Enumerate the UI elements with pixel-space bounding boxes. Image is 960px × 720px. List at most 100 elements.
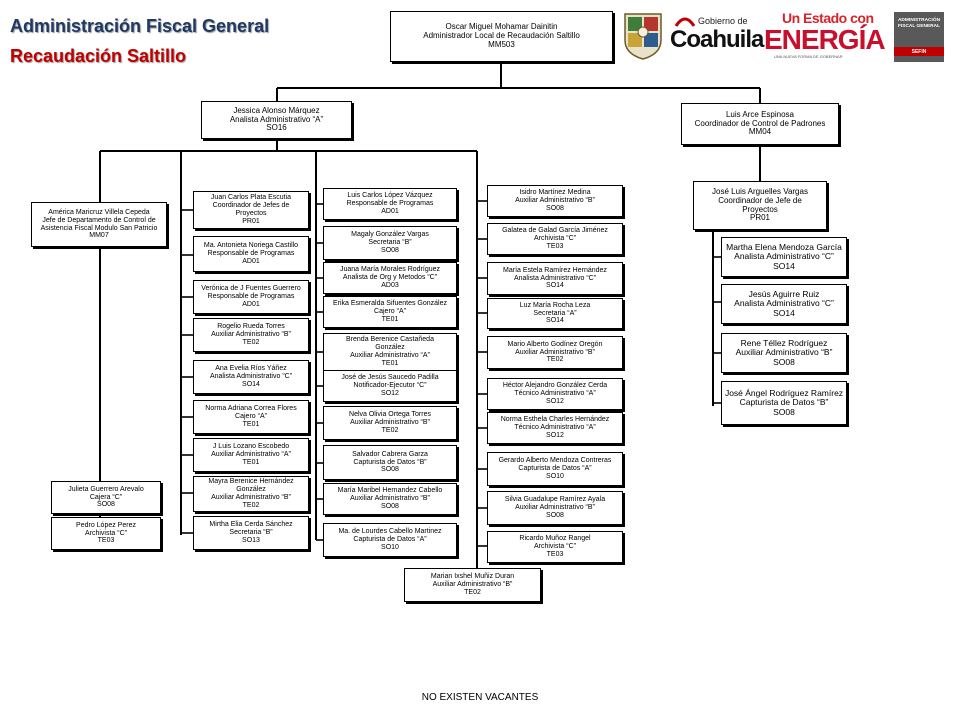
node-text-line: Responsable de Programas [346,200,434,208]
node-text-line: Salvador Cabrera Garza [352,450,428,458]
node-text-line: Auxiliar Administrativo “B” [350,419,430,427]
node-text-line: González [236,486,266,494]
afg-logo-text: ADMINISTRACIÓN FISCAL GENERAL [897,18,941,29]
footer-note: NO EXISTEN VACANTES [421,692,539,703]
estado-con-energia-logo: Un Estado con ENERGÍA UNA NUEVA FORMA DE… [764,10,886,62]
node-text-line: Proyectos [235,210,267,217]
node-text-line: SO08 [381,246,399,254]
node-text-line: Mario Alberto Godínez Oregón [507,340,603,348]
afg-logo-sefin: SEFIN [911,49,927,55]
node-text-line: Héctor Alejandro González Cerda [502,382,608,390]
node-text-line: TE03 [546,242,564,250]
node-text-line: Auxiliar Administrativo “A” [350,352,430,359]
node-text-line: Mayra Berenice Hernández [208,478,294,486]
node-text-line: Mirtha Elia Cerda Sánchez [209,521,293,529]
node-text-line: Auxiliar Administrativo “B” [515,348,595,356]
node-text-line: Brenda Berenice Castañeda [346,336,434,344]
node-text-line: América Maricruz Villela Cepeda [48,208,150,216]
coahuila-shield-icon [622,12,664,60]
page-title: Administración Fiscal General [10,16,270,36]
node-text-line: Ricardo Muñoz Rangel [519,535,591,543]
node-text-line: Auxiliar Administrativo “B” [515,504,595,512]
node-text-line: Administrador Local de Recaudación Salti… [423,31,580,41]
node-text-line: TE01 [381,359,399,367]
energia-logo-tagline: UNA NUEVA FORMA DE GOBERNAR [774,54,843,59]
node-text-line: PR01 [749,213,770,223]
node-text-line: Archivista “C” [533,543,576,551]
node-text-line: Coordinador de Jefes de [212,202,290,210]
node-text-line: Isidro Martínez Medina [519,189,591,197]
node-text-line: SO08 [381,466,399,474]
node-text-line: Auxiliar Administrativo “B” [211,494,291,501]
node-text-line: Asistencia Fiscal Modulo San Patricio [40,224,158,232]
node-text-line: Auxiliar Administrativo “A” [211,451,291,459]
node-text-line: Ana Evelia Ríos Yáñez [215,365,287,373]
node-text-line: SO08 [773,356,795,367]
node-text-line: Archivista “C” [84,529,127,537]
node-text-line: SO12 [381,389,399,397]
node-text-line: Luis Carlos López Vázquez [347,192,433,200]
node-text-line: Martha Elena Mendoza García [726,241,842,252]
node-text-line: Erika Esmeralda Sifuentes González [333,300,447,308]
energia-logo-text: ENERGÍA [764,24,886,55]
node-text-line: MM503 [488,39,515,49]
node-text-line: Secretaria “B” [368,239,412,247]
node-text-line: TE01 [242,458,260,466]
node-text-line: SO10 [546,472,564,480]
node-text-line: TE02 [242,338,260,346]
node-text-line: Julieta Guerrero Arevalo [68,485,144,493]
node-text-line: González [375,344,405,352]
node-text-line: Técnico Administrativo “A” [514,390,596,398]
node-text-line: Auxiliar Administrativo “B” [432,581,513,589]
node-text-line: Marian Ixshel Muñiz Duran [430,573,515,581]
node-text-line: TE02 [546,356,564,364]
node-text-line: Analista Administrativo “C” [513,274,597,282]
node-text-line: Oscar Miguel Mohamar Dainitin [445,22,558,32]
node-text-line: José Ángel Rodríguez Ramírez [724,387,844,398]
node-text-line: Secretaria “A” [533,309,577,317]
node-text-line: Jefe de Departamento de Control de [42,216,156,224]
node-text-line: Auxiliar Administrativo “B” [350,495,430,503]
node-text-line: Juan Carlos Plata Escutia [210,194,292,202]
node-text-line: Galatea de Galad García Jiménez [502,227,608,235]
node-text-line: Capturista de Datos “A” [353,536,427,544]
node-text-line: Proyectos [742,204,778,214]
coahuila-mark-icon [674,17,696,27]
node-text-line: TE02 [464,588,481,596]
node-text-line: Técnico Administrativo “A” [514,424,596,432]
node-text-line: Cajero “A” [374,308,406,316]
node-text-line: TE02 [242,501,260,509]
node-text-line: Auxiliar Administrativo “B” [515,197,595,205]
node-text-line: SO14 [546,317,564,325]
node-text-line: Coordinador de Control de Padrones [694,118,826,128]
node-text-line: SO10 [381,543,399,551]
node-text-line: Analista de Org y Metodos “C” [342,274,438,282]
gobierno-coahuila-logo: Gobierno de Coahuila [670,14,764,62]
node-text-line: Responsable de Programas [207,250,295,258]
node-text-line: Silvia Guadalupe Ramírez Ayala [504,496,606,504]
node-text-line: TE01 [381,315,399,323]
node-text-line: Auxiliar Administrativo “B” [211,331,291,339]
node-text-line: AD01 [242,257,260,265]
node-text-line: PR01 [242,217,260,225]
node-text-line: José de Jesús Saucedo Padilla [341,374,439,382]
node-text-line: Ma. de Lourdes Cabello Martinez [338,528,442,536]
node-text-line: TE02 [381,426,399,434]
